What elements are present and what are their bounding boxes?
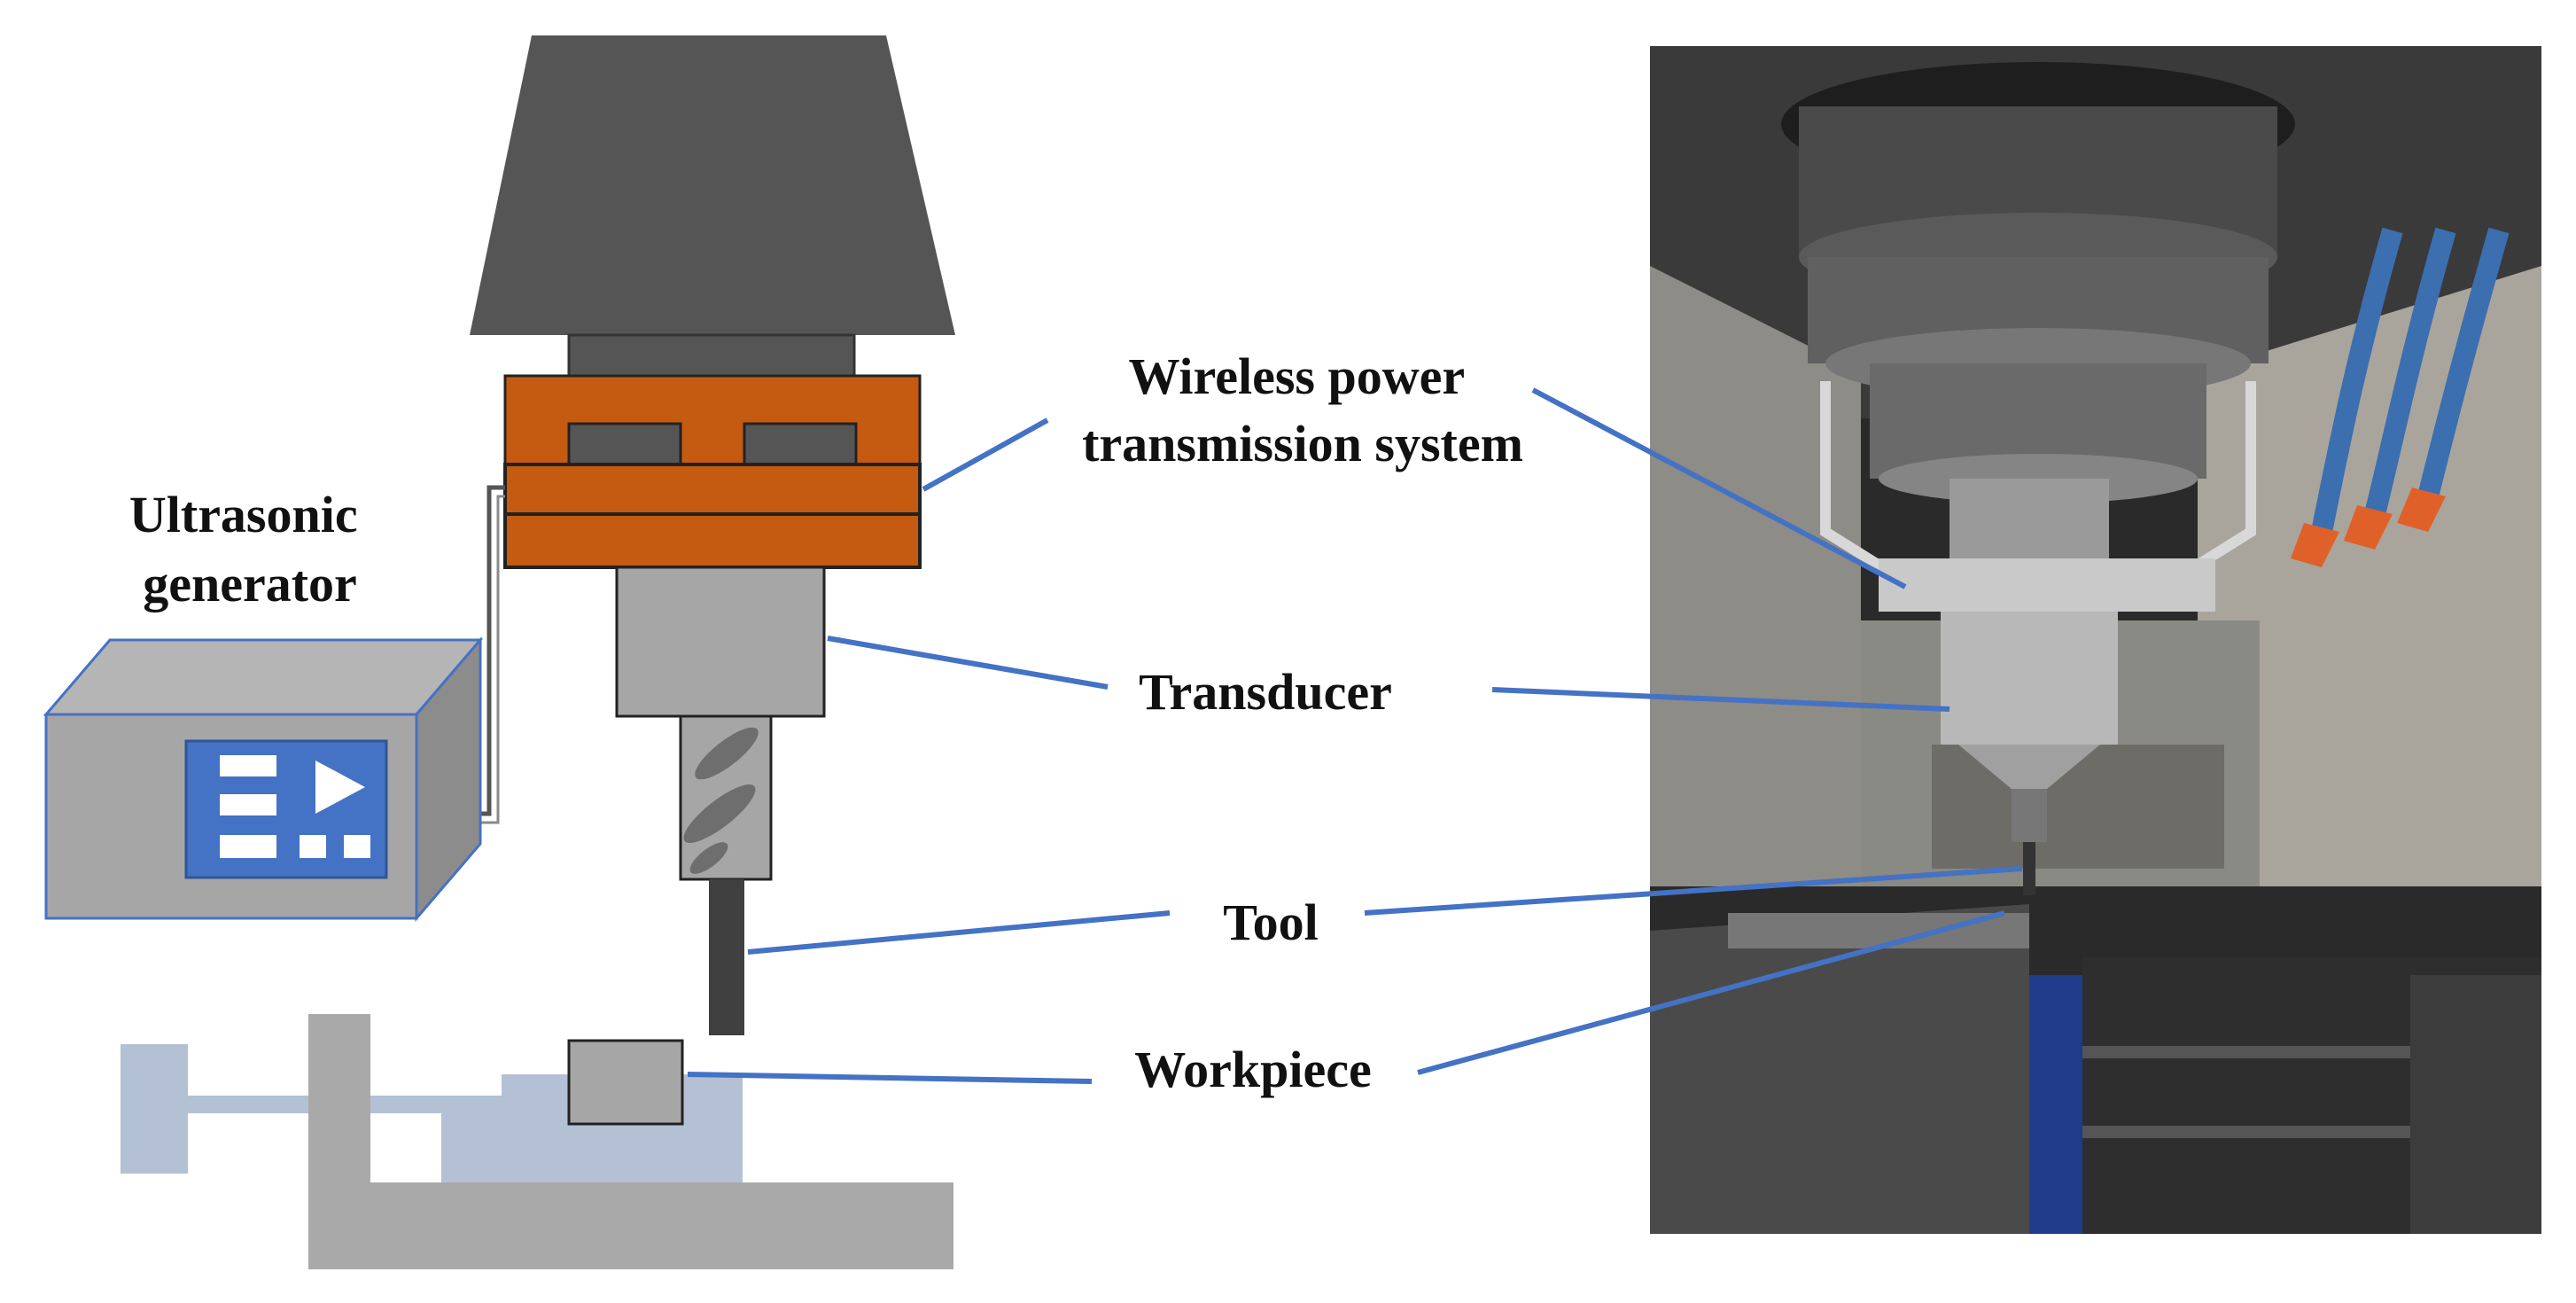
- label-workpiece: Workpiece: [1134, 1041, 1371, 1098]
- spindle-neck: [567, 333, 856, 379]
- leader-transducer-right: [1491, 687, 1950, 712]
- label-transducer: Transducer: [1139, 663, 1392, 721]
- machine-vise: [121, 1014, 953, 1269]
- leader-tool-left: [747, 910, 1171, 955]
- label-wireless-power-system: Wireless power transmission system: [1082, 347, 1523, 472]
- leader-workpiece-left: [687, 1072, 1093, 1084]
- label-ultrasonic-generator: Ultrasonic generator: [129, 486, 370, 612]
- play-icon: [315, 761, 365, 814]
- workpiece: [567, 1039, 684, 1126]
- tool-holder: [679, 714, 773, 881]
- wireless-power-unit: [503, 374, 922, 569]
- leader-wireless-right: [1531, 387, 1907, 589]
- ultrasonic-generator-box: [43, 636, 484, 923]
- schematic-diagram: [43, 35, 955, 1269]
- leader-tool-right: [1364, 866, 2023, 916]
- leader-workpiece-right: [1417, 910, 2005, 1075]
- leader-wireless-left: [922, 417, 1049, 492]
- leader-lines: [687, 387, 2023, 1084]
- leader-transducer-left: [827, 636, 1109, 690]
- machine-photo: [1650, 46, 2541, 1234]
- tool: [709, 879, 744, 1035]
- label-tool: Tool: [1223, 893, 1318, 951]
- transducer-body: [615, 566, 826, 718]
- spindle-taper: [470, 35, 955, 335]
